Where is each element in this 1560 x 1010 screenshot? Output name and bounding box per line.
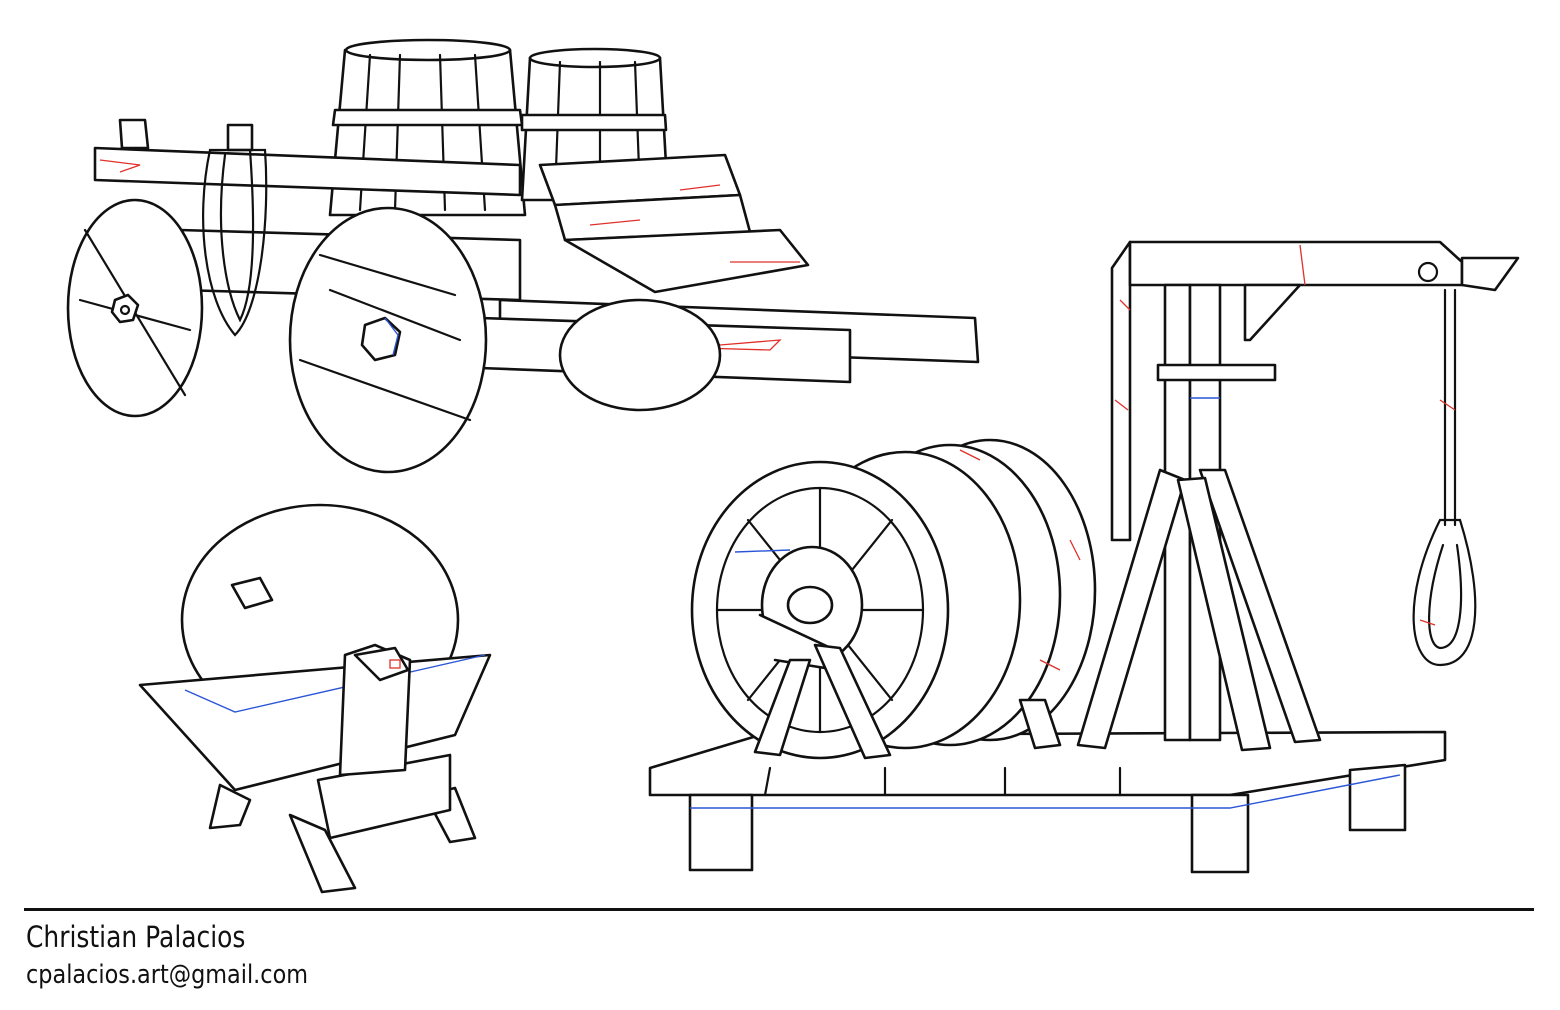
grindstone-drawing: [138, 503, 492, 894]
winch-crane-drawing: [648, 240, 1520, 874]
artist-email: cpalacios.art@gmail.com: [26, 960, 309, 990]
footer-divider: [24, 908, 1534, 911]
cart-drawing: [66, 38, 980, 474]
artist-name: Christian Palacios: [26, 920, 246, 954]
